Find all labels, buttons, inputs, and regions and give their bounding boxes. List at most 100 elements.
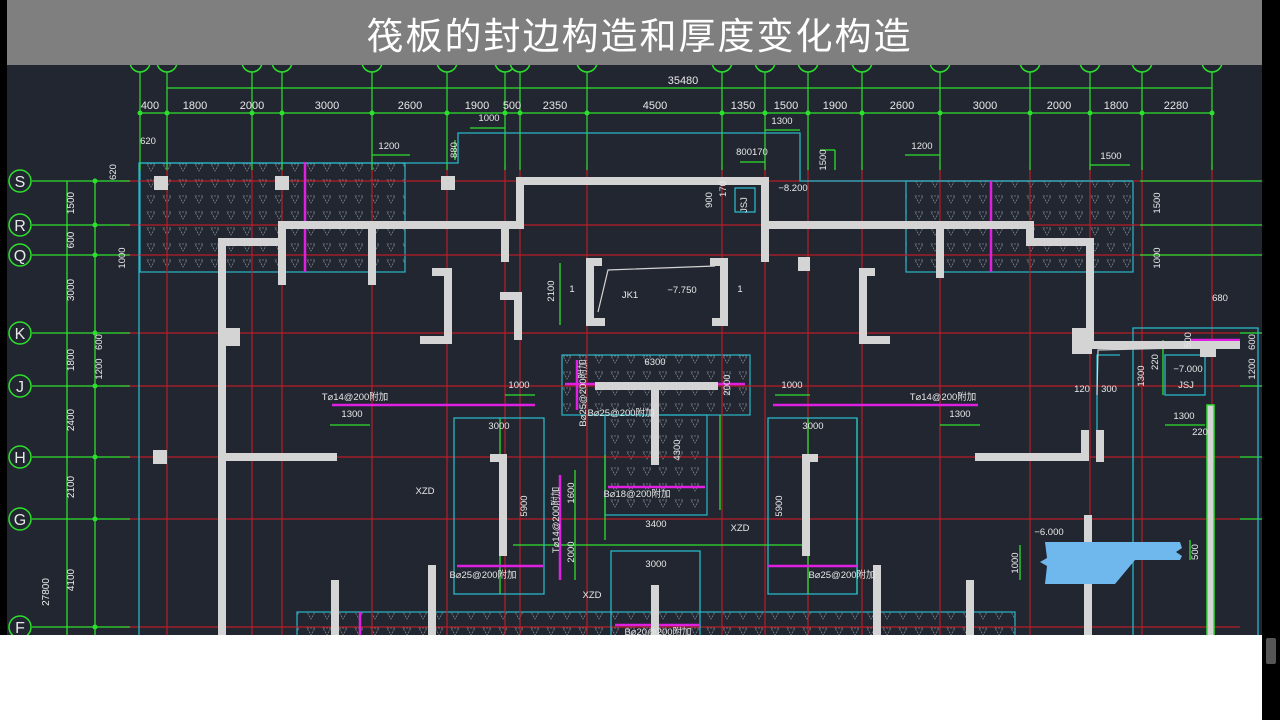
annotation-label: B⌀18@200附加 xyxy=(603,488,670,500)
dimension-label: 2000 xyxy=(240,100,264,112)
column xyxy=(226,328,240,346)
annotation-label: 600 xyxy=(94,334,105,350)
annotation-label: XZD xyxy=(583,590,602,601)
annotation-label: B⌀25@200附加 xyxy=(577,359,589,426)
dimension-tick xyxy=(92,454,98,460)
annotation-label: 500 xyxy=(1183,332,1194,348)
wall-segment xyxy=(586,258,605,326)
dimension-label: 3000 xyxy=(66,278,77,301)
column-axis-bubble xyxy=(129,51,151,73)
annotation-label: −7.750 xyxy=(667,285,696,296)
column-axis-bubble xyxy=(851,51,873,73)
dimension-label: 2600 xyxy=(398,100,422,112)
annotation-label: 2000 xyxy=(566,541,577,562)
dimension-label: 3000 xyxy=(973,100,997,112)
wall-segment xyxy=(975,430,1089,461)
annotation-label: −7.000 xyxy=(1173,364,1202,375)
annotation-label: 3000 xyxy=(645,559,666,570)
column xyxy=(153,450,167,464)
annotation-label: 1000 xyxy=(781,380,802,391)
dimension-label: 2400 xyxy=(66,408,77,431)
annotation-label: 5900 xyxy=(774,495,785,516)
annotation-label: 620 xyxy=(108,164,119,180)
dimension-label: 1800 xyxy=(66,348,77,371)
annotation-label: 1300 xyxy=(341,409,362,420)
annotation-label: 3000 xyxy=(488,421,509,432)
dimension-tick xyxy=(92,624,98,630)
annotation-label: −8.200 xyxy=(778,183,807,194)
annotation-label: 1200 xyxy=(911,141,932,152)
row-axis-label: Q xyxy=(14,248,26,265)
video-title: 筏板的封边构造和厚度变化构造 xyxy=(366,14,913,58)
raft-step-right xyxy=(1096,354,1120,455)
annotation-label: 1000 xyxy=(117,247,128,268)
annotation-label: B⌀25@200附加 xyxy=(587,407,654,419)
annotation-label: 500 xyxy=(1190,544,1201,560)
annotation-label: 620 xyxy=(140,136,156,147)
row-axis-label: K xyxy=(15,326,26,343)
dimension-tick xyxy=(1087,110,1093,116)
total-width-label: 35480 xyxy=(668,75,699,87)
row-axis-bubble xyxy=(8,445,32,469)
annotation-label: T⌀14@200附加 xyxy=(910,391,977,403)
row-axis-bubble xyxy=(8,374,32,398)
column xyxy=(1200,345,1216,357)
wall-segment xyxy=(278,177,769,285)
column-axis-bubble xyxy=(929,51,951,73)
column xyxy=(1072,328,1092,354)
row-axis-bubble xyxy=(8,169,32,193)
annotation-label: XZD xyxy=(416,486,435,497)
raft-section-fill xyxy=(1040,542,1182,584)
row-axis-label: H xyxy=(14,450,26,467)
wall-segment xyxy=(765,221,1240,349)
pile-cap-right xyxy=(767,417,858,595)
dimension-label: 4500 xyxy=(643,100,667,112)
axis-bubbles xyxy=(8,51,1223,639)
dimension-label: 500 xyxy=(503,100,521,112)
dimension-tick xyxy=(517,110,523,116)
annotation-label: 1000 xyxy=(478,113,499,124)
annotation-label: B⌀20@200附加 xyxy=(624,626,691,635)
wall-segment xyxy=(859,268,890,344)
dimension-label: 400 xyxy=(141,100,159,112)
annotation-label: 800170 xyxy=(736,147,768,158)
dimension-tick xyxy=(92,178,98,184)
total-height-label: 27800 xyxy=(41,578,52,606)
annotation-label: XZD xyxy=(731,523,750,534)
row-axis-label: R xyxy=(14,218,26,235)
dimension-label: 2280 xyxy=(1164,100,1188,112)
jsj-pit-top xyxy=(734,187,756,213)
pile-cap-left xyxy=(453,417,545,595)
annotation-label: 680 xyxy=(1212,293,1228,304)
annotation-label: 6300 xyxy=(644,357,665,368)
dimension-tick xyxy=(444,110,450,116)
column-axis-bubble xyxy=(1079,51,1101,73)
dimension-label: 2600 xyxy=(890,100,914,112)
dimension-tick xyxy=(937,110,943,116)
column-axis-bubble xyxy=(1019,51,1041,73)
annotation-label: 4300 xyxy=(672,439,683,460)
annotation-label: −6.000 xyxy=(1034,527,1063,538)
column-axis-bubble xyxy=(576,51,598,73)
pit-slope-line xyxy=(597,265,716,313)
annotation-label: JK1 xyxy=(622,290,638,301)
jsj-pit-right xyxy=(1164,354,1206,396)
annotation-label: 1200 xyxy=(378,141,399,152)
annotation-label: 900 xyxy=(704,192,715,208)
annotation-label: 1000 xyxy=(1152,247,1163,268)
subtitle-area xyxy=(0,635,1262,720)
row-axis-bubble xyxy=(8,507,32,531)
video-left-border xyxy=(0,0,7,635)
annotation-label: 1000 xyxy=(508,380,529,391)
annotation-label: 220 xyxy=(1150,354,1161,370)
scroll-handle[interactable] xyxy=(1266,638,1276,664)
annotation-label: B⌀25@200附加 xyxy=(808,569,875,581)
dimension-label: 1800 xyxy=(1104,100,1128,112)
annotation-label: JSJ xyxy=(739,197,750,213)
dimension-label: 1500 xyxy=(66,191,77,214)
wall-segment xyxy=(490,454,507,556)
raft-step-line xyxy=(1096,347,1181,396)
column-axis-bubble xyxy=(436,51,458,73)
